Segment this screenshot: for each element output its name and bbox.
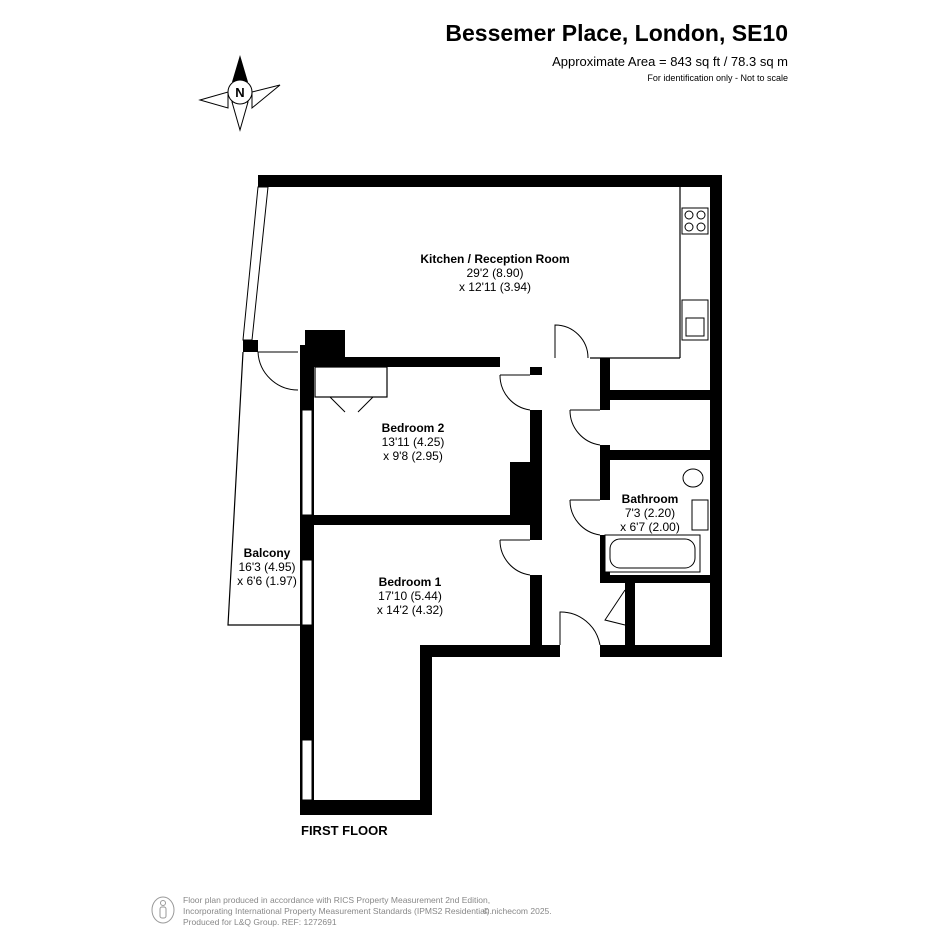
room-name: Balcony (244, 546, 291, 560)
plan-title: Bessemer Place, London, SE10 (445, 20, 788, 46)
approximate-area: Approximate Area = 843 sq ft / 78.3 sq m (552, 54, 788, 69)
footer-notes: Floor plan produced in accordance with R… (183, 895, 492, 928)
room-dim: 7'3 (2.20) (625, 506, 675, 520)
compass-icon: N (198, 55, 281, 132)
room-dim: 17'10 (5.44) (378, 589, 442, 603)
windows (242, 186, 313, 801)
compass-north-label: N (235, 85, 244, 100)
basin-icon (691, 499, 709, 531)
scale-note: For identification only - Not to scale (647, 73, 788, 83)
fixtures (604, 207, 709, 573)
room-dim: x 9'8 (2.95) (383, 449, 443, 463)
room-dim: x 6'6 (1.97) (237, 574, 297, 588)
room-dim: 13'11 (4.25) (382, 435, 445, 449)
room-dim: 29'2 (8.90) (467, 266, 524, 280)
room-name: Bathroom (622, 492, 679, 506)
room-labels: Kitchen / Reception Room 29'2 (8.90) x 1… (237, 252, 680, 617)
room-name: Bedroom 1 (379, 575, 442, 589)
room-dim: x 12'11 (3.94) (459, 280, 531, 294)
walls (243, 175, 722, 815)
footer-line: Floor plan produced in accordance with R… (183, 895, 491, 905)
floor-label: FIRST FLOOR (301, 823, 388, 838)
room-dim: x 14'2 (4.32) (377, 603, 443, 617)
footer-line: Incorporating International Property Mea… (183, 906, 492, 916)
door-swings (257, 324, 626, 646)
room-name: Bedroom 2 (382, 421, 445, 435)
room-dim: x 6'7 (2.00) (620, 520, 680, 534)
footer-line: Produced for L&Q Group. REF: 1272691 (183, 917, 337, 927)
room-dim: 16'3 (4.95) (239, 560, 296, 574)
toilet-icon (682, 468, 704, 488)
copyright: © nichecom 2025. (483, 906, 552, 916)
room-name: Kitchen / Reception Room (420, 252, 569, 266)
partition-lines (227, 187, 681, 626)
info-icon (151, 896, 175, 924)
